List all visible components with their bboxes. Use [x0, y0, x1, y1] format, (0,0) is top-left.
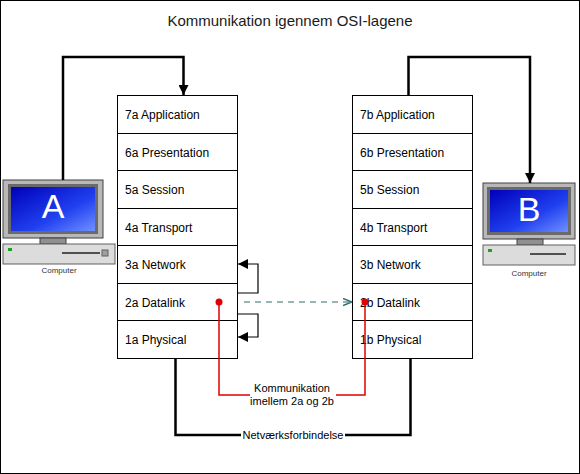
monitor-stand — [517, 239, 543, 245]
layer-name: 5b Session — [360, 183, 419, 197]
osi-layer-box: 4b Transport — [352, 208, 473, 247]
layer-name: 7b Application — [360, 108, 435, 122]
drive-slot — [530, 253, 566, 255]
callout-dot — [216, 299, 223, 306]
dashed-arrow — [244, 301, 352, 302]
power-led — [8, 248, 12, 251]
computer-letter: B — [483, 189, 575, 229]
callout-leader — [336, 302, 365, 395]
osi-layer-box: 6b Presentation — [352, 133, 473, 172]
computer-caption: Computer — [483, 269, 575, 278]
layer-name: 3b Network — [360, 258, 421, 272]
connector-group — [63, 57, 530, 435]
computer-caption: Computer — [3, 266, 115, 275]
monitor-bezel — [3, 180, 103, 238]
layer-name: 4a Transport — [125, 221, 192, 235]
computer-letter: A — [3, 186, 103, 226]
network-line — [176, 359, 411, 435]
flow-arrow — [409, 57, 531, 183]
layer-name: 4b Transport — [360, 221, 427, 235]
computer-node: B Computer — [483, 183, 575, 275]
osi-layer-box: 7a Application — [117, 95, 238, 134]
osi-layer-box: 1b Physical — [352, 320, 473, 359]
flow-arrow — [238, 314, 258, 337]
osi-layer-box: 7b Application — [352, 95, 473, 134]
flow-arrow — [238, 264, 258, 293]
computer-node: A Computer — [3, 180, 115, 275]
osi-layer-box: 1a Physical — [117, 320, 238, 359]
layer-name: 6a Presentation — [125, 146, 209, 160]
flow-arrow — [63, 57, 184, 180]
callout-dot — [362, 299, 369, 306]
osi-layer-box: 3a Network — [117, 245, 238, 284]
power-led — [488, 249, 492, 252]
osi-layer-box: 4a Transport — [117, 208, 238, 247]
osi-layer-box: 6a Presentation — [117, 133, 238, 172]
osi-layer-box: 5b Session — [352, 170, 473, 209]
osi-layer-box: 3b Network — [352, 245, 473, 284]
computer-base — [483, 245, 575, 265]
monitor-stand — [40, 238, 66, 244]
layer-name: 2b Datalink — [360, 296, 420, 310]
drive-button — [102, 250, 108, 256]
layer-name: 2a Datalink — [125, 296, 185, 310]
callout-leader — [219, 302, 250, 395]
osi-layer-box: 2a Datalink — [117, 283, 238, 322]
layer-name: 1b Physical — [360, 333, 421, 347]
callout-note: Kommunikation imellem 2a og 2b — [244, 382, 340, 408]
computer-base — [3, 244, 115, 264]
computer-b-illustration — [483, 183, 575, 265]
layer-name: 6b Presentation — [360, 146, 444, 160]
osi-layer-box: 5a Session — [117, 170, 238, 209]
connector-label: Netværksforbindelse — [241, 429, 346, 441]
monitor-bezel — [483, 183, 575, 239]
layer-name: 3a Network — [125, 258, 186, 272]
diagram-title: Kommunikation igennem OSI-lagene — [0, 12, 580, 29]
layer-name: 5a Session — [125, 183, 184, 197]
drive-slot — [62, 252, 100, 254]
layer-name: 1a Physical — [125, 333, 186, 347]
layer-name: 7a Application — [125, 108, 200, 122]
osi-layer-box: 2b Datalink — [352, 283, 473, 322]
computer-a-illustration — [3, 180, 115, 264]
